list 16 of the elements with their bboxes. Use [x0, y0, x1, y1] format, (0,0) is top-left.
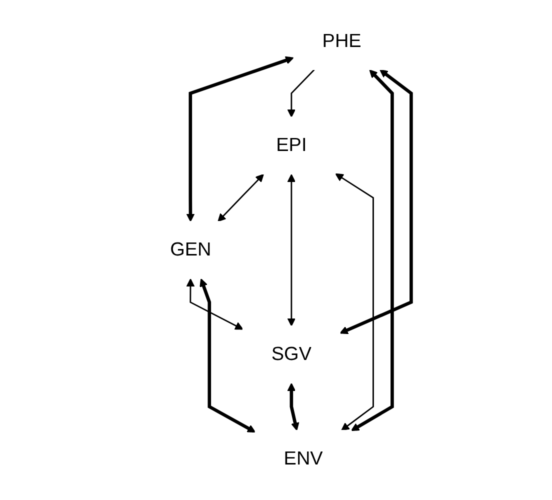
arrow	[199, 278, 256, 433]
node-text: PHE	[322, 30, 361, 52]
arrow	[286, 382, 299, 431]
arrow	[217, 174, 264, 222]
arrow	[350, 69, 394, 432]
node-text: SGV	[270, 344, 312, 365]
node-text: EPI	[276, 135, 306, 156]
arrow	[339, 69, 412, 334]
arrow	[186, 278, 243, 330]
arrow	[286, 69, 314, 118]
arrow	[186, 56, 294, 222]
diagram: PHE EPI GEN SGV ENV	[134, 5, 418, 495]
arrow	[334, 173, 374, 431]
node-text: GEN	[170, 240, 211, 260]
node-text: ENV	[283, 448, 322, 470]
arrow	[286, 174, 296, 326]
